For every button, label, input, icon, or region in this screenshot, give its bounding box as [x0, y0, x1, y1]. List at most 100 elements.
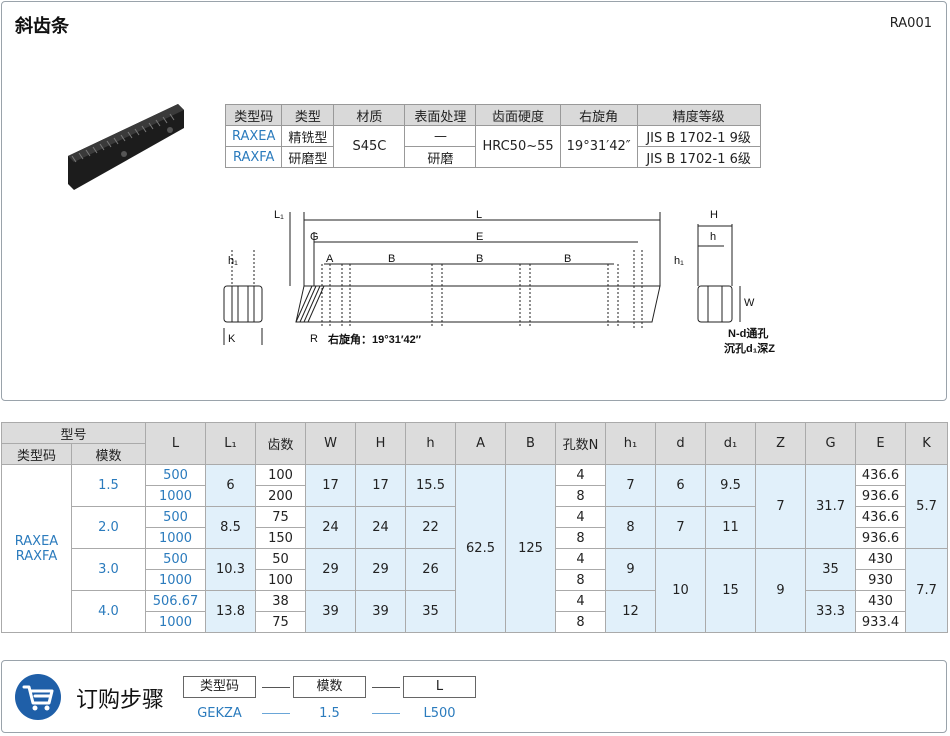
th-W: W: [305, 422, 357, 465]
hole-note-2: 沉孔d₁深Z: [724, 341, 775, 355]
dim-b1: B: [388, 253, 395, 265]
dim-a: A: [326, 253, 334, 265]
dim-h: h: [710, 231, 716, 243]
teeth-cell: 150: [255, 527, 307, 549]
dim-H: H: [710, 209, 718, 221]
teeth-cell: 75: [255, 611, 307, 633]
d-cell: 10: [655, 548, 707, 633]
dim-b2: B: [476, 253, 483, 265]
module-cell: 4.0: [70, 590, 147, 633]
w-cell: 17: [305, 464, 357, 507]
length-cell: 500: [145, 464, 207, 486]
k-cell: 7.7: [905, 548, 949, 633]
type-code-cell: RAXEA RAXFA: [1, 464, 72, 633]
w-cell: 29: [305, 548, 357, 591]
k-cell: 5.7: [905, 464, 949, 549]
accuracy-cell: JIS B 1702-1 9级: [636, 125, 761, 147]
th-B: B: [505, 422, 557, 465]
th-L1: L₁: [205, 422, 257, 465]
H-cell: 17: [355, 464, 407, 507]
h1-cell: 7: [605, 464, 657, 507]
th-d1: d₁: [705, 422, 757, 465]
th-h: h: [405, 422, 457, 465]
th-K: K: [905, 422, 949, 465]
rack-product-image: [68, 104, 184, 190]
h1-cell: 8: [605, 506, 657, 549]
product-code: RA001: [889, 16, 932, 31]
order-value-separator: [372, 713, 400, 714]
dim-r: R: [310, 333, 318, 345]
th-teeth: 齿数: [255, 422, 307, 465]
th-d: d: [655, 422, 707, 465]
order-value-module: 1.5: [319, 706, 340, 721]
n-cell: 8: [555, 611, 607, 633]
th-module: 模数: [70, 443, 147, 465]
helix-cell: 19°31′42″: [559, 125, 638, 168]
order-title: 订购步骤: [76, 688, 165, 713]
length-cell: 1000: [145, 527, 207, 549]
spec-table: 型号 L L₁ 齿数 W H h A B 孔数N h₁ d d₁ Z G E K…: [0, 422, 949, 633]
surface-cell: 研磨: [404, 146, 477, 168]
product-panel: 斜齿条 RA001 类型码 类型 材质 表面处理 齿面硬度 右旋角 精度等级: [1, 1, 947, 401]
th-accuracy: 精度等级: [636, 104, 761, 126]
th-G: G: [805, 422, 857, 465]
type-cell: 研磨型: [281, 146, 335, 168]
dim-w: W: [744, 297, 755, 309]
e-cell: 930: [855, 569, 907, 591]
material-table: 类型码 类型 材质 表面处理 齿面硬度 右旋角 精度等级 RAXEA 精铣型 S…: [224, 104, 761, 168]
n-cell: 4: [555, 464, 607, 486]
d1-cell: 15: [705, 548, 757, 633]
order-box-module: 模数: [293, 676, 366, 698]
w-cell: 24: [305, 506, 357, 549]
th-h1: h₁: [605, 422, 657, 465]
H-cell: 39: [355, 590, 407, 633]
length-cell: 500: [145, 506, 207, 528]
th-material: 材质: [333, 104, 406, 126]
table-row: 2.0 500 8.5 75 24 24 22 4 8 7 11 436.6: [2, 506, 948, 549]
dim-h1-right: h₁: [674, 255, 684, 267]
order-value-type: GEKZA: [197, 706, 242, 721]
type-code-raxea: RAXEA: [14, 533, 59, 549]
e-cell: 933.4: [855, 611, 907, 633]
th-H: H: [355, 422, 407, 465]
teeth-cell: 200: [255, 485, 307, 507]
l1-cell: 8.5: [205, 506, 257, 549]
n-cell: 8: [555, 527, 607, 549]
g-cell: 35: [805, 548, 857, 591]
h-cell: 22: [405, 506, 457, 549]
cart-icon: [15, 674, 61, 720]
n-cell: 4: [555, 506, 607, 528]
h1-cell: 12: [605, 590, 657, 633]
H-cell: 29: [355, 548, 407, 591]
length-cell: 1000: [145, 485, 207, 507]
th-L: L: [145, 422, 207, 465]
z-cell: 9: [755, 548, 807, 633]
module-cell: 1.5: [70, 464, 147, 507]
type-code-cell: RAXFA: [224, 146, 283, 168]
e-cell: 430: [855, 590, 907, 612]
g-cell: 31.7: [805, 464, 857, 549]
e-cell: 430: [855, 548, 907, 570]
dim-l: L: [476, 209, 482, 221]
b-cell: 125: [505, 464, 557, 633]
n-cell: 4: [555, 590, 607, 612]
order-separator: [262, 687, 290, 688]
order-value-separator: [262, 713, 290, 714]
l1-cell: 13.8: [205, 590, 257, 633]
dim-h1-left: h₁: [228, 255, 238, 267]
length-cell: 500: [145, 548, 207, 570]
dim-b3: B: [564, 253, 571, 265]
d-cell: 6: [655, 464, 707, 507]
th-type-code: 类型码: [1, 443, 72, 465]
th-model: 型号: [0, 422, 147, 444]
n-cell: 8: [555, 569, 607, 591]
order-box-length: L: [403, 676, 476, 698]
H-cell: 24: [355, 506, 407, 549]
th-surface: 表面处理: [404, 104, 477, 126]
n-cell: 4: [555, 548, 607, 570]
length-cell: 1000: [145, 569, 207, 591]
teeth-cell: 38: [255, 590, 307, 612]
order-value-length: L500: [423, 706, 456, 721]
l1-cell: 10.3: [205, 548, 257, 591]
d1-cell: 9.5: [705, 464, 757, 507]
